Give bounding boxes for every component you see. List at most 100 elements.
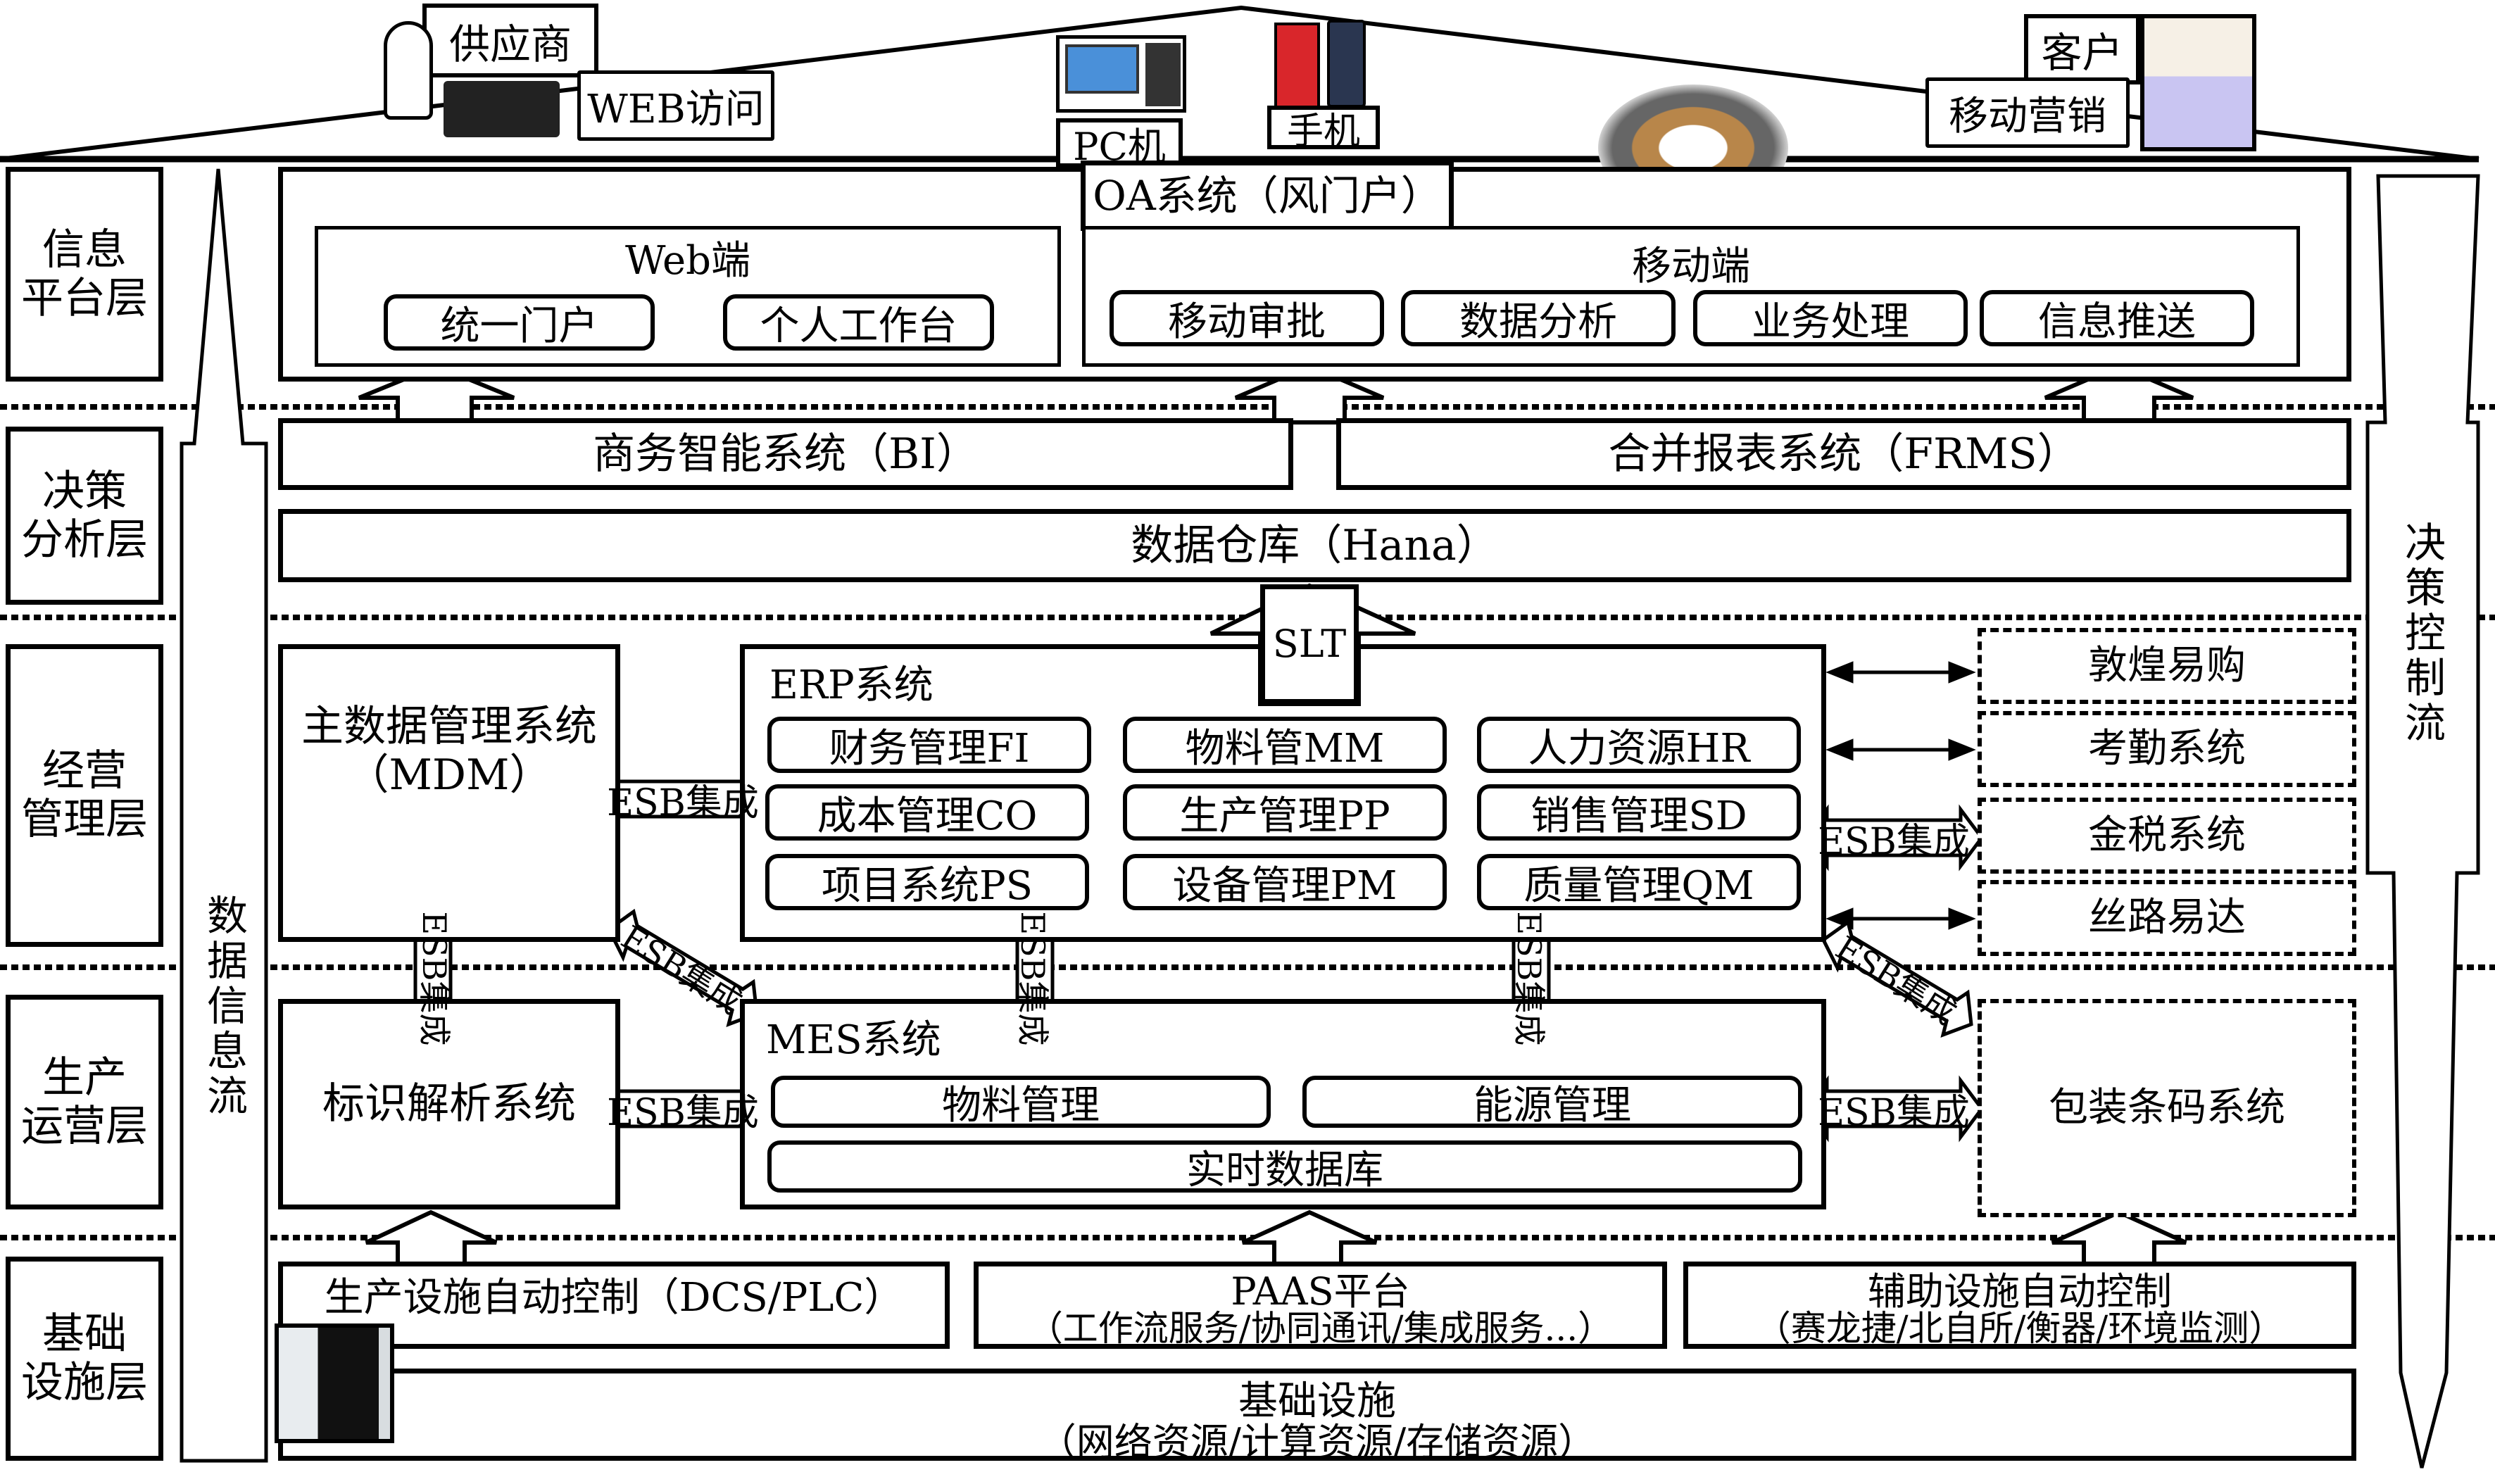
mobile-item-approval[interactable]: 移动审批: [1110, 290, 1384, 346]
erp-module-label: 设备管理PM: [1172, 862, 1397, 909]
web-access-label: WEB访问: [587, 86, 765, 132]
data-warehouse-label: 数据仓库（Hana）: [1131, 520, 1499, 570]
dcs-plc-label: 生产设施自动控制（DCS/PLC）: [324, 1274, 904, 1321]
aux-control-box[interactable]: 辅助设施自动控制 （赛龙捷/北自所/衡器/环境监测）: [1683, 1262, 2356, 1349]
layer-label: 基础 设施层: [21, 1309, 148, 1407]
external-system-silkroad[interactable]: 丝路易达: [1978, 880, 2356, 956]
mobile-marketing-arrow: 移动营销: [1925, 77, 2130, 148]
mes-module-energy[interactable]: 能源管理: [1302, 1076, 1802, 1128]
layer-label: 决策 分析层: [21, 466, 148, 565]
erp-module-label: 生产管理PP: [1179, 793, 1390, 839]
supplier-person-icon: [384, 21, 433, 120]
esb-text: ESB集成: [607, 1091, 759, 1134]
aux-control-title: 辅助设施自动控制: [1868, 1269, 2172, 1314]
bi-label: 商务智能系统（BI）: [593, 429, 979, 479]
web-access-arrow: WEB访问: [577, 70, 774, 141]
mobile-item-data-analysis[interactable]: 数据分析: [1401, 290, 1676, 346]
phone-label: 手机: [1267, 106, 1380, 153]
erp-module-label: 物料管MM: [1185, 725, 1385, 772]
customer-person-icon: [2140, 14, 2256, 151]
identity-resolution-box[interactable]: 标识解析系统: [278, 999, 620, 1209]
paas-subtitle: （工作流服务/协同通讯/集成服务...）: [1027, 1308, 1614, 1349]
data-flow-text: 数据信息流: [200, 894, 248, 1119]
layer-info-platform: 信息 平台层: [6, 167, 163, 382]
slt-label: SLT: [1272, 621, 1347, 666]
erp-module-mm[interactable]: 物料管MM: [1123, 717, 1447, 773]
erp-module-fi[interactable]: 财务管理FI: [767, 717, 1091, 773]
layer-label: 信息 平台层: [21, 225, 148, 323]
oa-system-title: OA系统（风门户）: [1081, 161, 1454, 231]
mdm-label: 主数据管理系统 （MDM）: [301, 701, 597, 800]
mobile-item-label: 业务处理: [1752, 298, 1909, 345]
web-client-title: Web端: [625, 237, 750, 284]
erp-module-ps[interactable]: 项目系统PS: [765, 854, 1089, 910]
server-room-image: [275, 1323, 394, 1443]
mobile-client-title: 移动端: [1632, 243, 1750, 289]
mes-title: MES系统: [766, 1017, 941, 1063]
packaging-barcode-system[interactable]: 包装条码系统: [1978, 999, 2356, 1217]
esb-text: ESB集成: [1818, 820, 1970, 863]
control-flow-label: 决策控制流: [2369, 493, 2475, 774]
mes-module-label: 物料管理: [942, 1082, 1100, 1128]
web-item-unified-portal[interactable]: 统一门户: [384, 294, 655, 351]
erp-module-co[interactable]: 成本管理CO: [765, 784, 1089, 841]
data-warehouse-box[interactable]: 数据仓库（Hana）: [278, 509, 2351, 582]
control-flow-text: 决策控制流: [2398, 521, 2446, 746]
truck-icon: [444, 81, 560, 137]
external-system-label: 丝路易达: [2088, 894, 2246, 941]
phone-label-text: 手机: [1286, 110, 1360, 153]
erp-module-pm[interactable]: 设备管理PM: [1123, 854, 1447, 910]
frms-system-box[interactable]: 合并报表系统（FRMS）: [1336, 418, 2351, 490]
erp-module-label: 财务管理FI: [829, 725, 1030, 772]
base-infrastructure-box[interactable]: 基础设施 （网络资源/计算资源/存储资源）: [278, 1369, 2356, 1464]
mdm-system-box[interactable]: 主数据管理系统 （MDM）: [278, 644, 620, 942]
customer-label-text: 客户: [2041, 29, 2123, 77]
base-infra-title: 基础设施: [1238, 1378, 1396, 1424]
control-flow-arrow: [2365, 174, 2480, 1469]
layer-decision-analysis: 决策 分析层: [6, 427, 163, 605]
layer-operation-management: 经营 管理层: [6, 644, 163, 947]
mobile-item-label: 数据分析: [1459, 298, 1617, 345]
mobile-item-push[interactable]: 信息推送: [1980, 290, 2254, 346]
erp-module-qm[interactable]: 质量管理QM: [1477, 854, 1801, 910]
external-system-label: 敦煌易购: [2088, 642, 2246, 688]
bi-system-box[interactable]: 商务智能系统（BI）: [278, 418, 1293, 490]
customer-label: 客户: [2024, 14, 2140, 84]
web-item-personal-workbench[interactable]: 个人工作台: [723, 294, 994, 351]
mobile-item-label: 信息推送: [2038, 298, 2196, 345]
identity-resolution-label: 标识解析系统: [322, 1079, 576, 1128]
web-item-label: 个人工作台: [760, 303, 957, 349]
external-system-golden-tax[interactable]: 金税系统: [1978, 798, 2356, 874]
mobile-marketing-label: 移动营销: [1949, 93, 2106, 139]
supplier-label-text: 供应商: [448, 20, 572, 68]
base-infra-subtitle: （网络资源/计算资源/存储资源）: [1038, 1419, 1597, 1464]
realtime-db-label: 实时数据库: [1186, 1147, 1383, 1193]
aux-control-subtitle: （赛龙捷/北自所/衡器/环境监测）: [1755, 1308, 2285, 1349]
esb-label-identity-mes: ESB集成: [605, 1084, 760, 1134]
esb-label-mdm-erp: ESB集成: [605, 774, 760, 824]
external-system-dunhuang[interactable]: 敦煌易购: [1978, 628, 2356, 704]
esb-label-mes-packaging: ESB集成: [1816, 1084, 1971, 1134]
phone-icon-red: [1274, 23, 1320, 114]
layer-production-operation: 生产 运营层: [6, 995, 163, 1209]
data-flow-label: 数据信息流: [184, 866, 263, 1147]
erp-module-label: 质量管理QM: [1523, 862, 1754, 909]
mobile-item-label: 移动审批: [1168, 298, 1326, 345]
packaging-barcode-label: 包装条码系统: [2049, 1084, 2285, 1131]
mobile-item-business[interactable]: 业务处理: [1693, 290, 1968, 346]
external-system-attendance[interactable]: 考勤系统: [1978, 711, 2356, 787]
paas-title: PAAS平台: [1231, 1269, 1410, 1314]
external-system-label: 金税系统: [2088, 812, 2246, 858]
erp-module-sd[interactable]: 销售管理SD: [1477, 784, 1801, 841]
layer-label: 经营 管理层: [21, 746, 148, 844]
mes-module-material[interactable]: 物料管理: [771, 1076, 1271, 1128]
mes-realtime-db[interactable]: 实时数据库: [767, 1140, 1802, 1193]
slt-box: SLT: [1260, 584, 1359, 704]
layer-label: 生产 运营层: [21, 1052, 148, 1151]
erp-module-hr[interactable]: 人力资源HR: [1477, 717, 1801, 773]
erp-module-pp[interactable]: 生产管理PP: [1123, 784, 1447, 841]
frms-label: 合并报表系统（FRMS）: [1608, 429, 2080, 479]
paas-platform-box[interactable]: PAAS平台 （工作流服务/协同通讯/集成服务...）: [974, 1262, 1667, 1349]
